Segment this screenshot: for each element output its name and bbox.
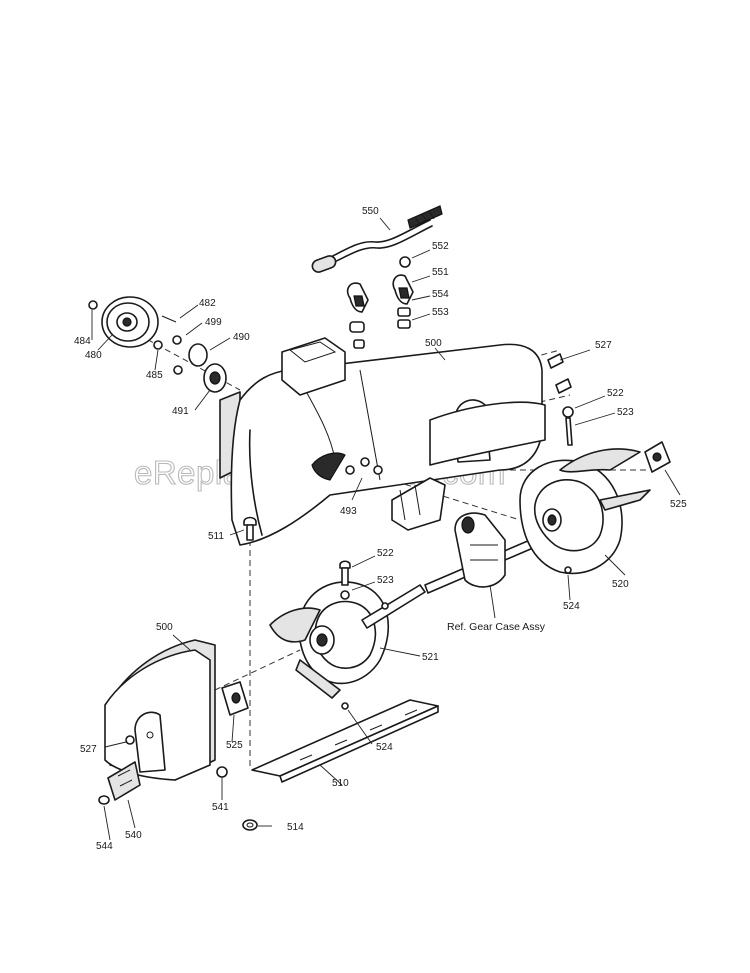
callout-499: 499 xyxy=(205,317,222,328)
callout-491: 491 xyxy=(172,406,189,417)
leader-lines xyxy=(91,217,681,841)
callout-553: 553 xyxy=(432,307,449,318)
callout-554: 554 xyxy=(432,289,449,300)
right-hardware xyxy=(547,353,574,446)
callout-482: 482 xyxy=(199,298,216,309)
callout-524-upper: 524 xyxy=(563,601,580,612)
bearing-525-right xyxy=(644,441,671,473)
callout-500-upper: 500 xyxy=(425,338,442,349)
bolts-493 xyxy=(345,457,383,475)
callout-522-middle: 522 xyxy=(377,548,394,559)
nut-514 xyxy=(242,819,258,831)
callout-522-upper: 522 xyxy=(607,388,624,399)
callout-480: 480 xyxy=(85,350,102,361)
callout-551: 551 xyxy=(432,267,449,278)
middle-hardware xyxy=(339,560,351,600)
side-housing-500 xyxy=(104,639,228,781)
shave-plate-510 xyxy=(251,699,439,783)
callout-500-lower: 500 xyxy=(156,622,173,633)
callout-514: 514 xyxy=(287,822,304,833)
callout-523-upper: 523 xyxy=(617,407,634,418)
callout-527-lower: 527 xyxy=(80,744,97,755)
callout-552: 552 xyxy=(432,241,449,252)
bolt-511 xyxy=(243,516,257,541)
bearing-525-left xyxy=(221,681,249,716)
auger-521 xyxy=(269,581,426,699)
callout-540: 540 xyxy=(125,830,142,841)
callout-511: 511 xyxy=(208,531,224,542)
gear-case-reference-label: Ref. Gear Case Assy xyxy=(447,621,546,633)
callout-484: 484 xyxy=(74,336,91,347)
callout-527-upper: 527 xyxy=(595,340,612,351)
callout-493: 493 xyxy=(340,506,357,517)
pulley-480 xyxy=(88,296,227,393)
callout-510: 510 xyxy=(332,778,349,789)
callout-521: 521 xyxy=(422,652,439,663)
callout-485: 485 xyxy=(146,370,163,381)
callout-525-right: 525 xyxy=(670,499,687,510)
callout-523-middle: 523 xyxy=(377,575,394,586)
callout-544: 544 xyxy=(96,841,113,852)
callout-525-left: 525 xyxy=(226,740,243,751)
callout-550: 550 xyxy=(362,206,379,217)
auger-520 xyxy=(519,448,651,575)
chute-brackets xyxy=(346,256,414,349)
callout-490: 490 xyxy=(233,332,250,343)
callout-520: 520 xyxy=(612,579,629,590)
callout-541: 541 xyxy=(212,802,229,813)
callout-524-lower: 524 xyxy=(376,742,393,753)
auger-housing-500 xyxy=(219,337,546,546)
callout-labels: 550 552 551 554 553 482 499 490 484 480 … xyxy=(74,206,687,852)
skid-540 xyxy=(98,761,141,805)
chute-crank-550 xyxy=(311,205,443,273)
gear-case xyxy=(391,477,534,594)
